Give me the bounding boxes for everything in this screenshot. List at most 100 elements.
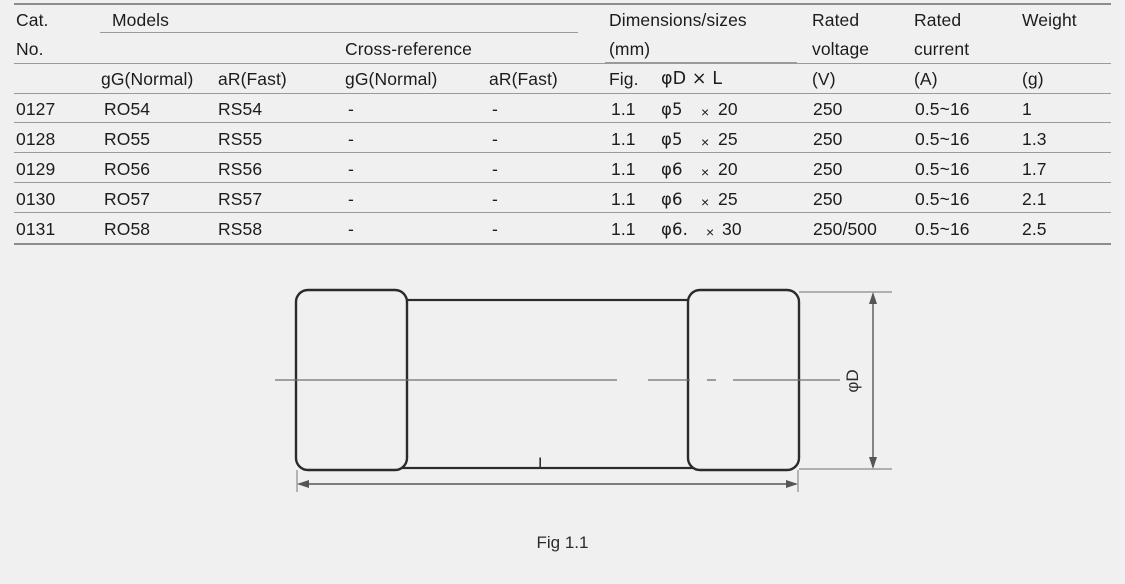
cell-cat-no: 0131 [16,219,56,239]
cell-dim-times: × [706,224,715,240]
header-rated-current-unit: (A) [914,69,938,89]
cell-dim-len: 20 [718,159,738,179]
cell-dim-times: × [701,104,710,120]
subheader-fig: Fig. [609,69,639,89]
cell-xref-gg: - [348,99,354,119]
cell-dim-times: × [701,134,710,150]
cell-dim-phi: φ6. [661,220,688,239]
cell-model-gg: RO55 [104,129,151,149]
row-rule-4 [14,212,1111,213]
header-rated-voltage-line2: voltage [812,39,870,59]
cell-cat-no: 0130 [16,189,56,209]
specifications-table: Cat. No. Models Cross-reference Dimensio… [0,0,1125,248]
dimensions-group-rule [605,62,797,63]
cell-voltage: 250 [813,189,843,209]
figure-caption: Fig 1.1 [536,533,589,552]
cell-weight: 1.7 [1022,159,1047,179]
cell-model-ar: RS56 [218,159,263,179]
cell-fig: 1.1 [611,159,636,179]
row-rule-2 [14,152,1111,153]
fuse-diagram-svg [275,288,892,492]
cell-dim-phi: φ6 [661,160,683,179]
header-cat-no-line1: Cat. [16,10,49,30]
cell-weight: 1.3 [1022,129,1047,149]
table-top-border [14,3,1111,5]
cell-model-ar: RS58 [218,219,263,239]
cell-weight: 1 [1022,99,1032,119]
subheader-xref-ar: aR(Fast) [489,69,558,89]
cell-current: 0.5~16 [915,99,970,119]
header-rated-voltage-line1: Rated [812,10,860,30]
fuse-drawing-figure: L φD Fig 1.1 [0,248,1125,579]
cell-dim-phi: φ5 [661,130,683,149]
header-weight-unit: (g) [1022,69,1044,89]
cell-voltage: 250/500 [813,219,877,239]
cell-fig: 1.1 [611,129,636,149]
cell-dim-times: × [701,194,710,210]
header-rated-current-line2: current [914,39,970,59]
table-bottom-border [14,243,1111,245]
cell-xref-ar: - [492,129,498,149]
header-cross-reference: Cross-reference [345,39,472,59]
subheader-models-ar: aR(Fast) [218,69,287,89]
subheader-xref-gg: gG(Normal) [345,69,438,89]
cell-xref-ar: - [492,219,498,239]
subheader-rule [14,63,1111,64]
length-arrowhead-right [786,480,798,488]
cell-model-gg: RO58 [104,219,151,239]
row-rule-3 [14,182,1111,183]
cell-fig: 1.1 [611,189,636,209]
diameter-arrowhead-bottom [869,457,877,469]
cell-fig: 1.1 [611,99,636,119]
cell-xref-gg: - [348,189,354,209]
cell-current: 0.5~16 [915,159,970,179]
cell-current: 0.5~16 [915,219,970,239]
diameter-dimension-label: φD [843,369,862,393]
cell-model-ar: RS54 [218,99,263,119]
cell-voltage: 250 [813,99,843,119]
cell-dim-len: 20 [718,99,738,119]
header-weight-line1: Weight [1022,10,1077,30]
cell-voltage: 250 [813,159,843,179]
cell-model-gg: RO57 [104,189,151,209]
cell-xref-ar: - [492,189,498,209]
cell-model-gg: RO56 [104,159,151,179]
cell-fig: 1.1 [611,219,636,239]
cell-cat-no: 0127 [16,99,56,119]
diameter-arrowhead-top [869,292,877,304]
header-bottom-rule [14,93,1111,94]
cell-xref-gg: - [348,159,354,179]
fuse-body-outline [348,298,752,470]
length-arrowhead-left [297,480,309,488]
cell-xref-ar: - [492,99,498,119]
cell-current: 0.5~16 [915,189,970,209]
cell-dim-len: 25 [718,129,738,149]
cell-dim-times: × [701,164,710,180]
subheader-models-gg: gG(Normal) [101,69,194,89]
cell-dim-phi: φ6 [661,190,683,209]
cell-weight: 2.1 [1022,189,1047,209]
cell-current: 0.5~16 [915,129,970,149]
cell-weight: 2.5 [1022,219,1047,239]
subheader-phi-d-l: φD × L [661,69,723,89]
cell-cat-no: 0129 [16,159,56,179]
header-cat-no-line2: No. [16,39,44,59]
header-dimensions-line2: (mm) [609,39,651,59]
row-rule-1 [14,122,1111,123]
cell-dim-phi: φ5 [661,100,683,119]
header-rated-current-line1: Rated [914,10,962,30]
cell-xref-gg: - [348,129,354,149]
cell-model-ar: RS57 [218,189,263,209]
header-models: Models [112,10,170,30]
cell-xref-gg: - [348,219,354,239]
header-rated-voltage-unit: (V) [812,69,836,89]
length-dimension-label: L [538,454,548,473]
cell-xref-ar: - [492,159,498,179]
cell-dim-len: 30 [722,219,742,239]
header-dimensions-line1: Dimensions/sizes [609,10,747,30]
cell-model-gg: RO54 [104,99,151,119]
cell-cat-no: 0128 [16,129,56,149]
models-group-rule [100,32,578,33]
cell-model-ar: RS55 [218,129,263,149]
cell-dim-len: 25 [718,189,738,209]
